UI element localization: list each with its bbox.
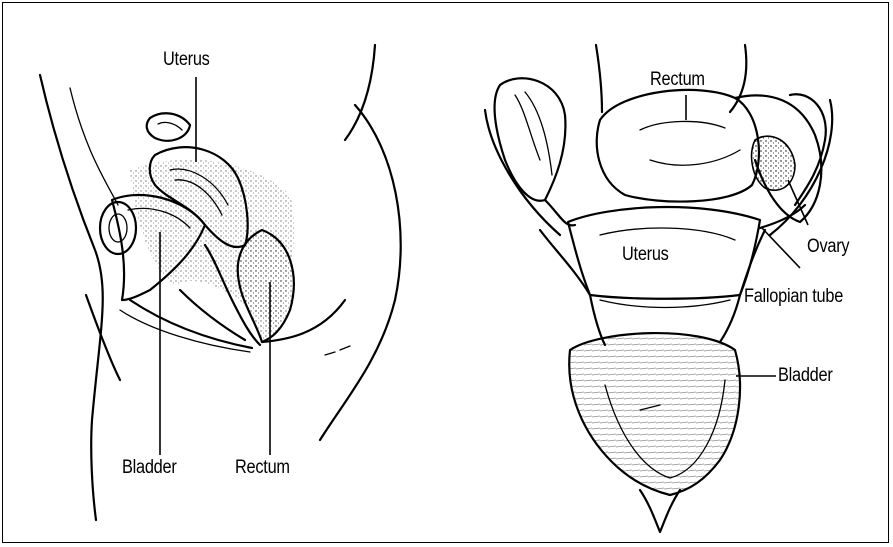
label-side-rectum: Rectum: [235, 457, 290, 479]
label-side-bladder: Bladder: [122, 457, 177, 479]
left-fimbria: [495, 78, 566, 201]
leader-fallopian-tube: [762, 228, 800, 268]
label-front-bladder: Bladder: [778, 365, 833, 387]
left-fallopian-tube: [485, 110, 575, 235]
label-front-rectum: Rectum: [650, 69, 705, 91]
label-fallopian-tube: Fallopian tube: [744, 286, 843, 308]
label-front-uterus: Uterus: [622, 244, 669, 266]
side-view-drawing: [40, 45, 401, 520]
label-front-ovary: Ovary: [807, 236, 849, 258]
buttock-outline: [320, 105, 401, 440]
urethra: [640, 490, 680, 532]
label-side-uterus: Uterus: [163, 49, 210, 71]
abdomen-outline: [40, 75, 103, 520]
side-ovary: [147, 113, 190, 141]
